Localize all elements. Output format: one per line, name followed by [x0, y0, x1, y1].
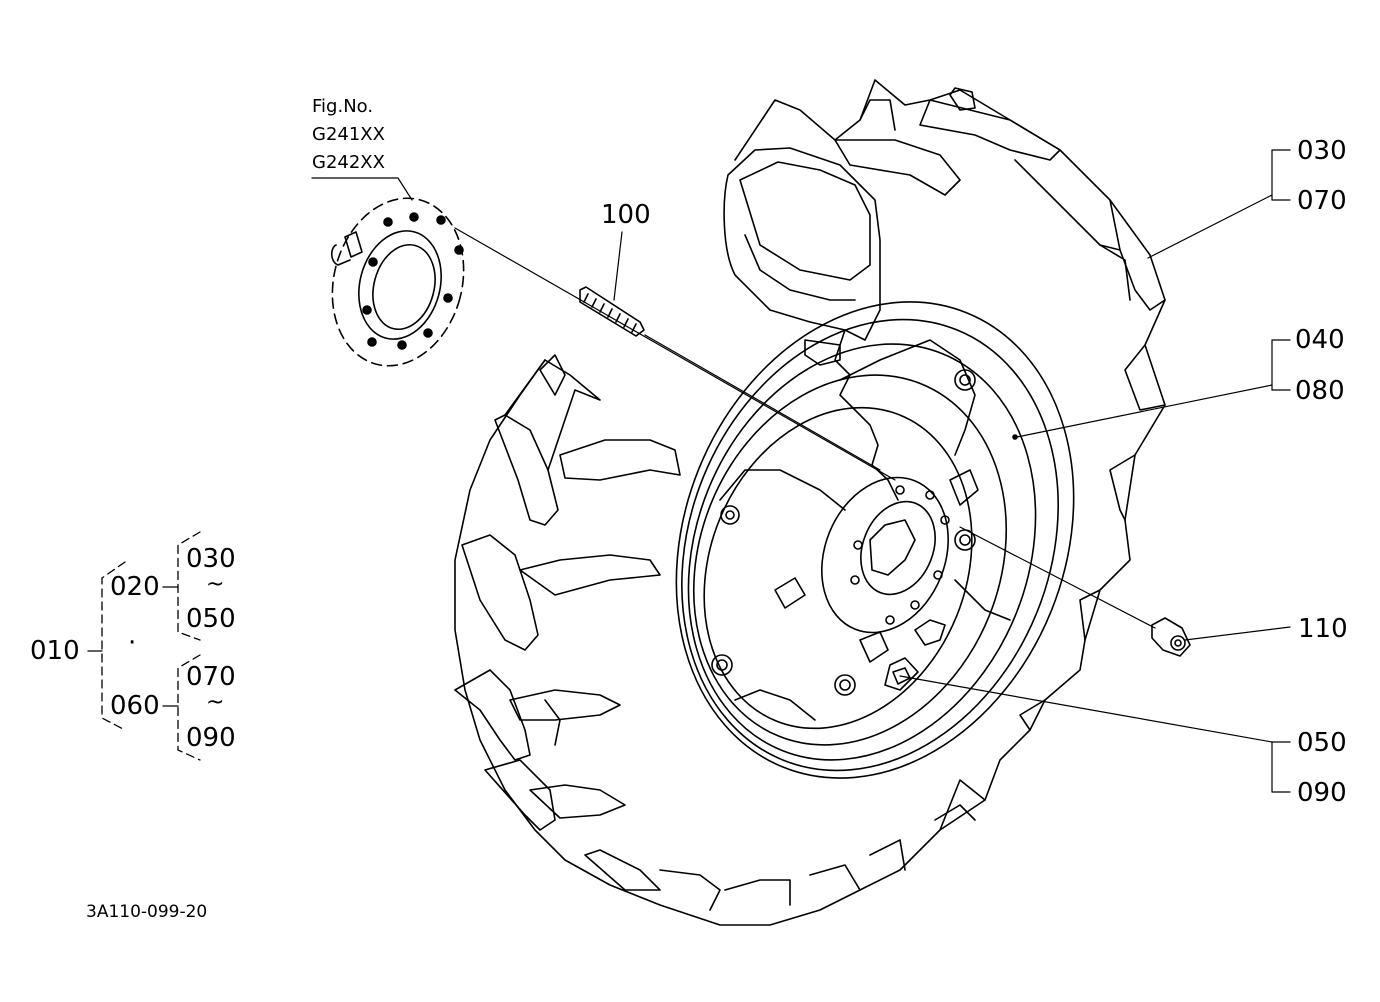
callout-100: 100 [601, 200, 651, 230]
figure-heading: Fig.No. [312, 96, 374, 117]
drawing-code: 3A110-099-20 [86, 902, 208, 922]
tree-b-tilde: ~ [206, 690, 225, 715]
tire [454, 79, 1166, 926]
wheel-nut [1151, 617, 1191, 657]
figure-code-1: G241XX [312, 124, 385, 145]
stud-bolt [579, 286, 645, 337]
tree-a-from: 030 [186, 544, 236, 574]
wheel-disc [711, 339, 1011, 721]
callout-080: 080 [1295, 376, 1345, 406]
callout-030: 030 [1297, 136, 1347, 166]
tree-a-tilde: ~ [206, 572, 225, 597]
tree-root: 010 [30, 636, 80, 666]
tree-node-b: 060 [110, 691, 160, 721]
leader-lines [311, 149, 1291, 793]
tree-a-to: 050 [186, 604, 236, 634]
tree-dot: · [128, 628, 137, 658]
tree-b-to: 090 [186, 723, 236, 753]
hub-flange [330, 197, 465, 367]
rim [675, 301, 1075, 779]
callout-110: 110 [1298, 614, 1348, 644]
callout-050: 050 [1297, 728, 1347, 758]
figure-code-2: G242XX [312, 152, 385, 173]
tree-b-from: 070 [186, 662, 236, 692]
callout-090: 090 [1297, 778, 1347, 808]
tree-node-a: 020 [110, 572, 160, 602]
callout-040: 040 [1295, 325, 1345, 355]
parts-tree [87, 531, 201, 761]
callout-070: 070 [1297, 186, 1347, 216]
